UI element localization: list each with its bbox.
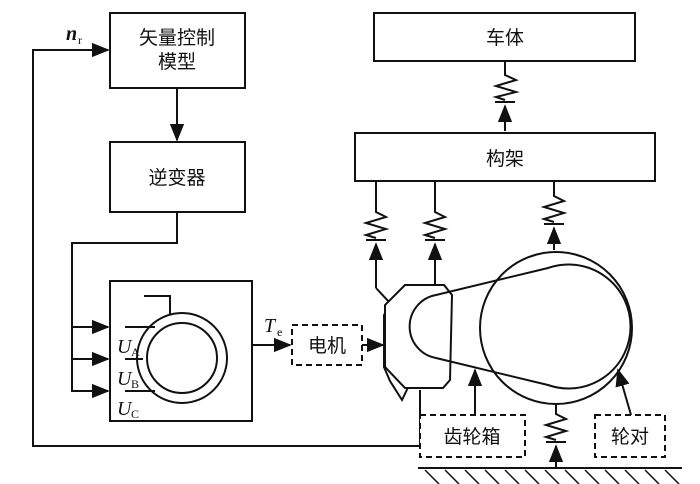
- gearbox-block: 齿轮箱: [419, 414, 526, 458]
- secondary-spring: [492, 61, 520, 131]
- bogie-frame-label: 构架: [486, 148, 524, 170]
- speed-symbol: n: [66, 23, 77, 45]
- ground-hatch-mark: [444, 469, 460, 484]
- inverter-block: 逆变器: [109, 141, 246, 213]
- ground-hatch-mark: [524, 469, 540, 484]
- ub-symbol: U: [117, 368, 133, 390]
- ua-symbol: U: [117, 336, 133, 358]
- uc-symbol: U: [117, 398, 133, 420]
- uc-label: U C: [117, 398, 139, 421]
- speed-signal-label: n r: [66, 23, 82, 47]
- uc-subscript: C: [131, 407, 139, 421]
- bogie-frame-block: 构架: [354, 132, 656, 182]
- ground-hatch-mark: [464, 469, 480, 484]
- wheel-outer-circle: [479, 251, 633, 405]
- ua-subscript: A: [131, 345, 140, 359]
- motor-suspension-spring-2: [421, 181, 449, 295]
- rail-contact-spring: [542, 404, 570, 468]
- wheelset-arrow: [615, 368, 632, 416]
- ground-hatch-mark: [424, 469, 440, 484]
- ground-hatch-mark: [484, 469, 500, 484]
- motor-suspension-spring-1: [362, 181, 391, 304]
- gearbox-label: 齿轮箱: [443, 426, 500, 448]
- primary-spring-axle: [540, 181, 568, 250]
- torque-label: T e: [264, 315, 282, 339]
- ground-hatch-mark: [584, 469, 600, 484]
- ground-hatch-mark: [504, 469, 520, 484]
- vector-control-block: 矢量控制 模型: [109, 12, 246, 89]
- ground-hatch-mark: [664, 469, 680, 484]
- speed-subscript: r: [78, 33, 82, 47]
- ground-hatch-mark: [644, 469, 660, 484]
- ground-hatch-mark: [624, 469, 640, 484]
- ub-subscript: B: [131, 377, 139, 391]
- car-body-label: 车体: [486, 27, 524, 49]
- wheelset-label: 轮对: [611, 426, 649, 448]
- inverter-output-line: [71, 212, 178, 392]
- gearbox-housing: [384, 284, 454, 389]
- inverter-label: 逆变器: [148, 167, 205, 189]
- ground-hatch-mark: [564, 469, 580, 484]
- wheelset-block: 轮对: [594, 414, 666, 458]
- motor-schematic-box: U A U B U C: [109, 280, 253, 422]
- vector-control-label-line1: 矢量控制: [139, 27, 215, 49]
- ground-hatch-mark: [604, 469, 620, 484]
- ground-hatching: [418, 467, 682, 484]
- ground-hatch-mark: [544, 469, 560, 484]
- torque-symbol: T: [264, 315, 277, 337]
- motor-label: 电机: [308, 335, 346, 357]
- ub-label: U B: [117, 368, 139, 391]
- torque-subscript: e: [277, 325, 282, 339]
- ua-label: U A: [117, 336, 140, 359]
- vector-control-label-line2: 模型: [158, 51, 196, 73]
- gear-link-shape: [408, 263, 632, 390]
- motor-block: 电机: [291, 324, 363, 366]
- car-body-block: 车体: [373, 12, 636, 62]
